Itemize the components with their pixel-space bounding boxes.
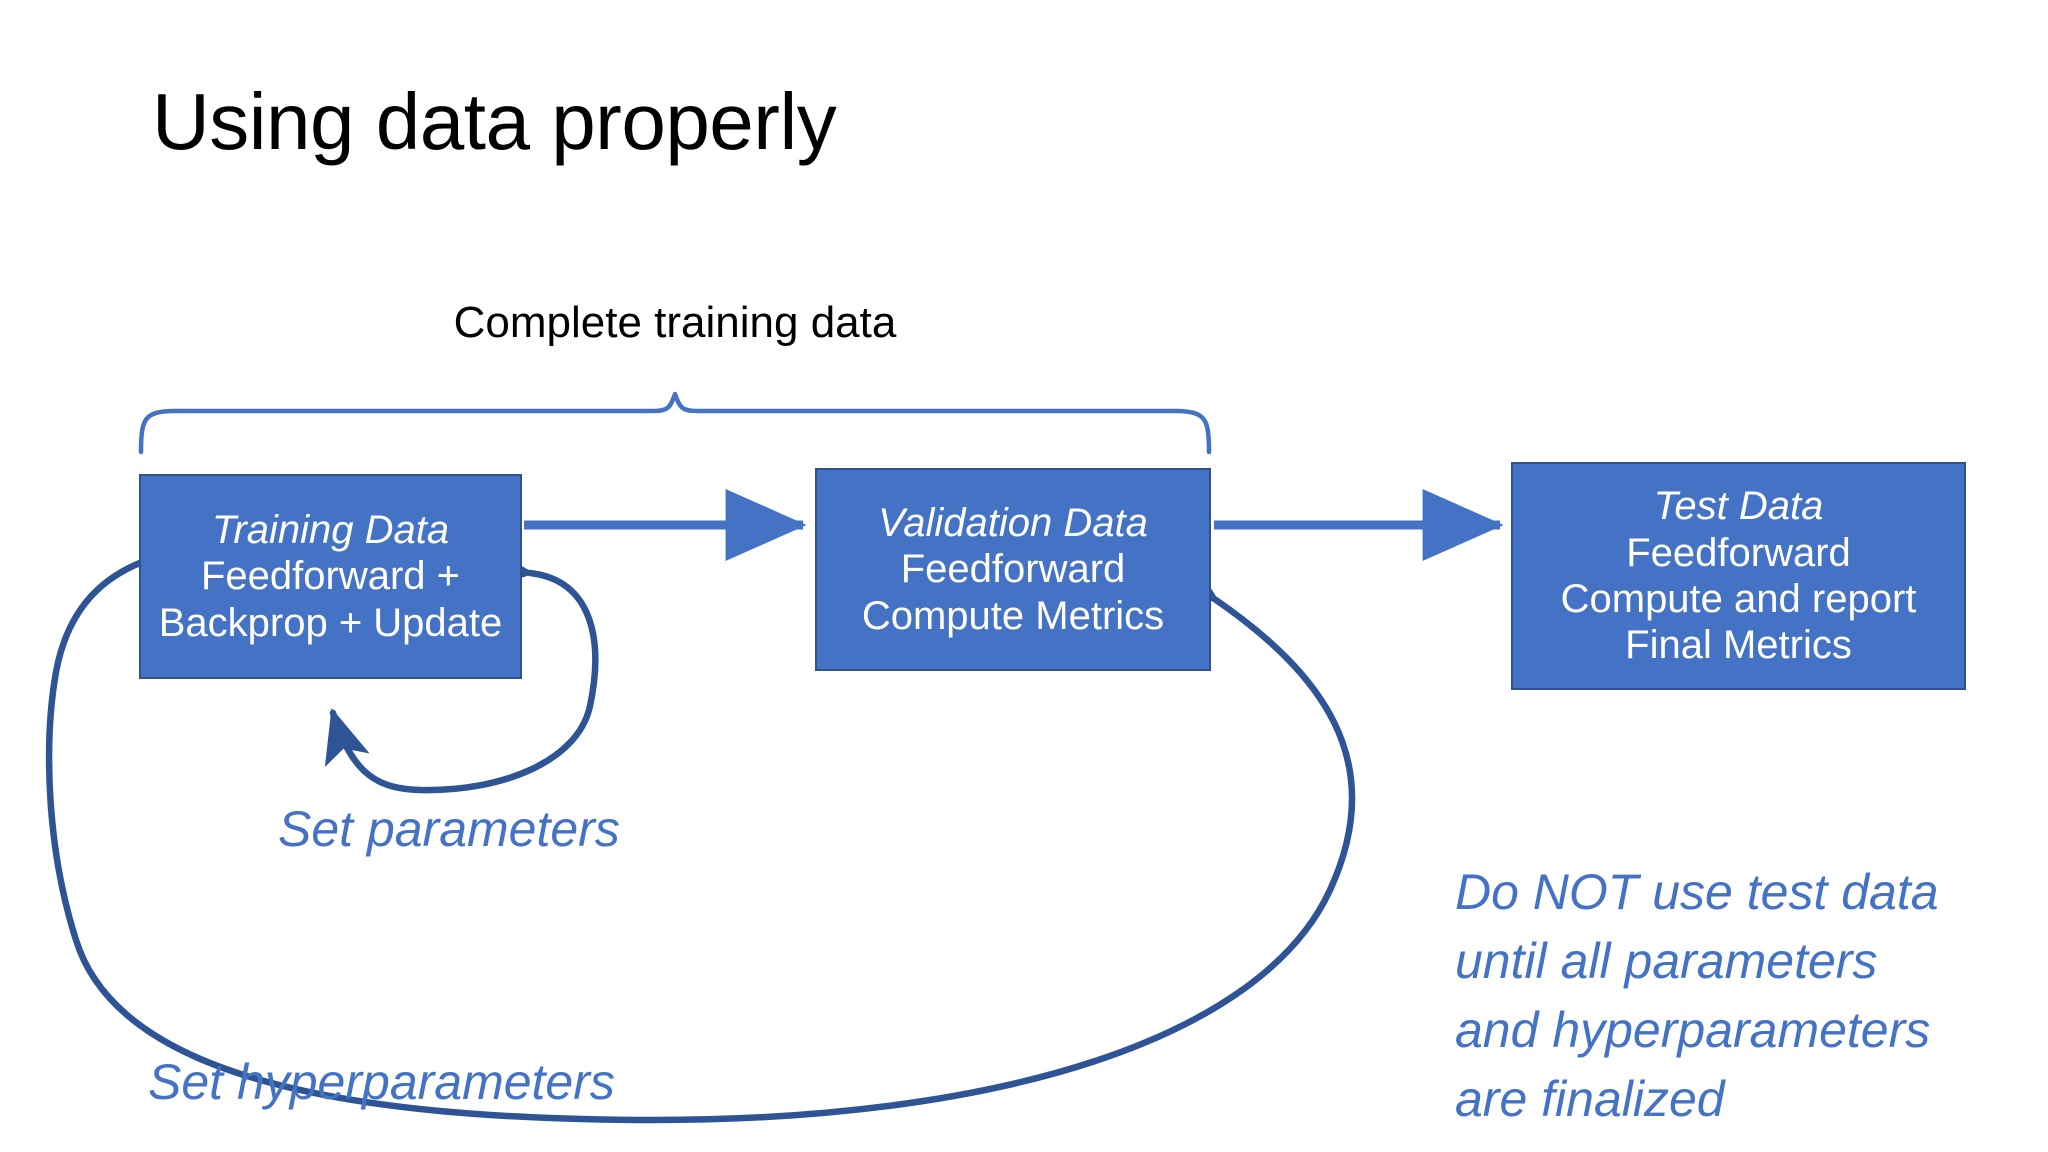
box-line: Feedforward + [200,554,461,599]
box-heading: Validation Data [878,500,1148,545]
annotation-set-parameters: Set parameters [278,801,620,857]
box-line: Compute Metrics [861,593,1165,638]
process-box-test-data[interactable]: Test Data Feedforward Compute and report… [1511,462,1966,690]
box-line: Compute and report [1560,577,1917,621]
warning-line: and hyperparameters [1455,1002,1931,1058]
warning-line: until all parameters [1455,933,1878,989]
box-line: Feedforward [1626,530,1851,575]
annotation-test-data-warning: Do NOT use test data until all parameter… [1455,858,1939,1134]
box-line: Feedforward [900,547,1126,592]
warning-line: are finalized [1455,1071,1725,1127]
warning-line: Do NOT use test data [1455,864,1939,920]
process-box-validation-data[interactable]: Validation Data Feedforward Compute Metr… [815,468,1211,671]
box-line: Backprop + Update [158,600,503,645]
page-title: Using data properly [152,77,837,166]
curly-brace-down-icon [138,391,1212,455]
process-box-training-data[interactable]: Training Data Feedforward + Backprop + U… [139,474,522,679]
brace-caption-label: Complete training data [453,298,897,347]
annotation-set-hyperparameters: Set hyperparameters [148,1054,615,1110]
box-heading: Test Data [1653,484,1824,529]
box-line: Final Metrics [1625,623,1852,668]
box-heading: Training Data [211,507,450,552]
